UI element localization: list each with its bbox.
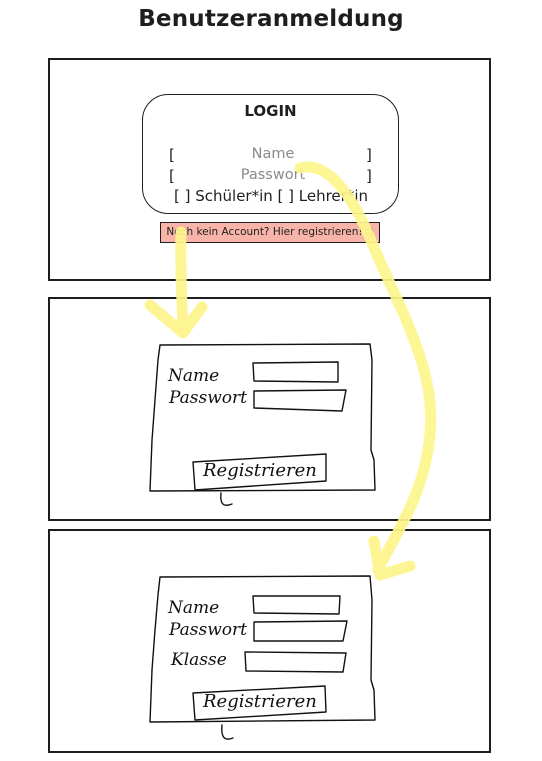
login-box bbox=[142, 94, 399, 214]
register-link[interactable]: Noch kein Account? Hier registrieren! :) bbox=[160, 222, 380, 243]
student-password-label: Passwort bbox=[169, 388, 248, 408]
student-name-label: Name bbox=[168, 366, 220, 386]
teacher-class-field-sketch bbox=[244, 651, 347, 673]
arrow-to-teacher-form-head bbox=[368, 535, 416, 581]
student-form-sketch-outline bbox=[149, 343, 376, 492]
teacher-password-field-sketch bbox=[253, 620, 348, 642]
password-input[interactable]: Passwort bbox=[240, 167, 306, 183]
student-registration-panel bbox=[48, 297, 491, 521]
student-submit-label[interactable]: Registrieren bbox=[203, 460, 317, 481]
name-field-bracket-left: [ bbox=[169, 146, 175, 164]
teacher-form-sketch-outline bbox=[149, 575, 376, 723]
student-cursor-sketch bbox=[220, 492, 233, 506]
arrow-to-student-form bbox=[175, 226, 189, 336]
student-name-field-sketch bbox=[252, 361, 339, 383]
role-checkboxes[interactable]: [ ] Schüler*in [ ] Lehrer*in bbox=[174, 187, 369, 205]
teacher-password-label: Passwort bbox=[169, 620, 248, 640]
arrow-to-teacher-form bbox=[294, 161, 437, 576]
password-field-bracket-left: [ bbox=[169, 167, 175, 185]
password-field-bracket-right: ] bbox=[366, 167, 372, 185]
teacher-submit-label[interactable]: Registrieren bbox=[203, 691, 317, 712]
name-input[interactable]: Name bbox=[251, 146, 295, 162]
page-title: Benutzeranmeldung bbox=[138, 6, 404, 32]
teacher-name-field-sketch bbox=[252, 595, 341, 615]
student-submit-button-sketch bbox=[192, 453, 327, 491]
teacher-cursor-sketch bbox=[221, 724, 234, 740]
teacher-name-label: Name bbox=[168, 598, 220, 618]
arrow-to-student-form-head bbox=[144, 299, 208, 339]
student-password-field-sketch bbox=[253, 389, 347, 412]
login-heading: LOGIN bbox=[244, 102, 297, 120]
teacher-class-label: Klasse bbox=[171, 650, 227, 670]
teacher-submit-button-sketch bbox=[192, 685, 327, 721]
login-panel bbox=[48, 58, 491, 281]
teacher-registration-panel bbox=[48, 529, 491, 753]
name-field-bracket-right: ] bbox=[366, 146, 372, 164]
